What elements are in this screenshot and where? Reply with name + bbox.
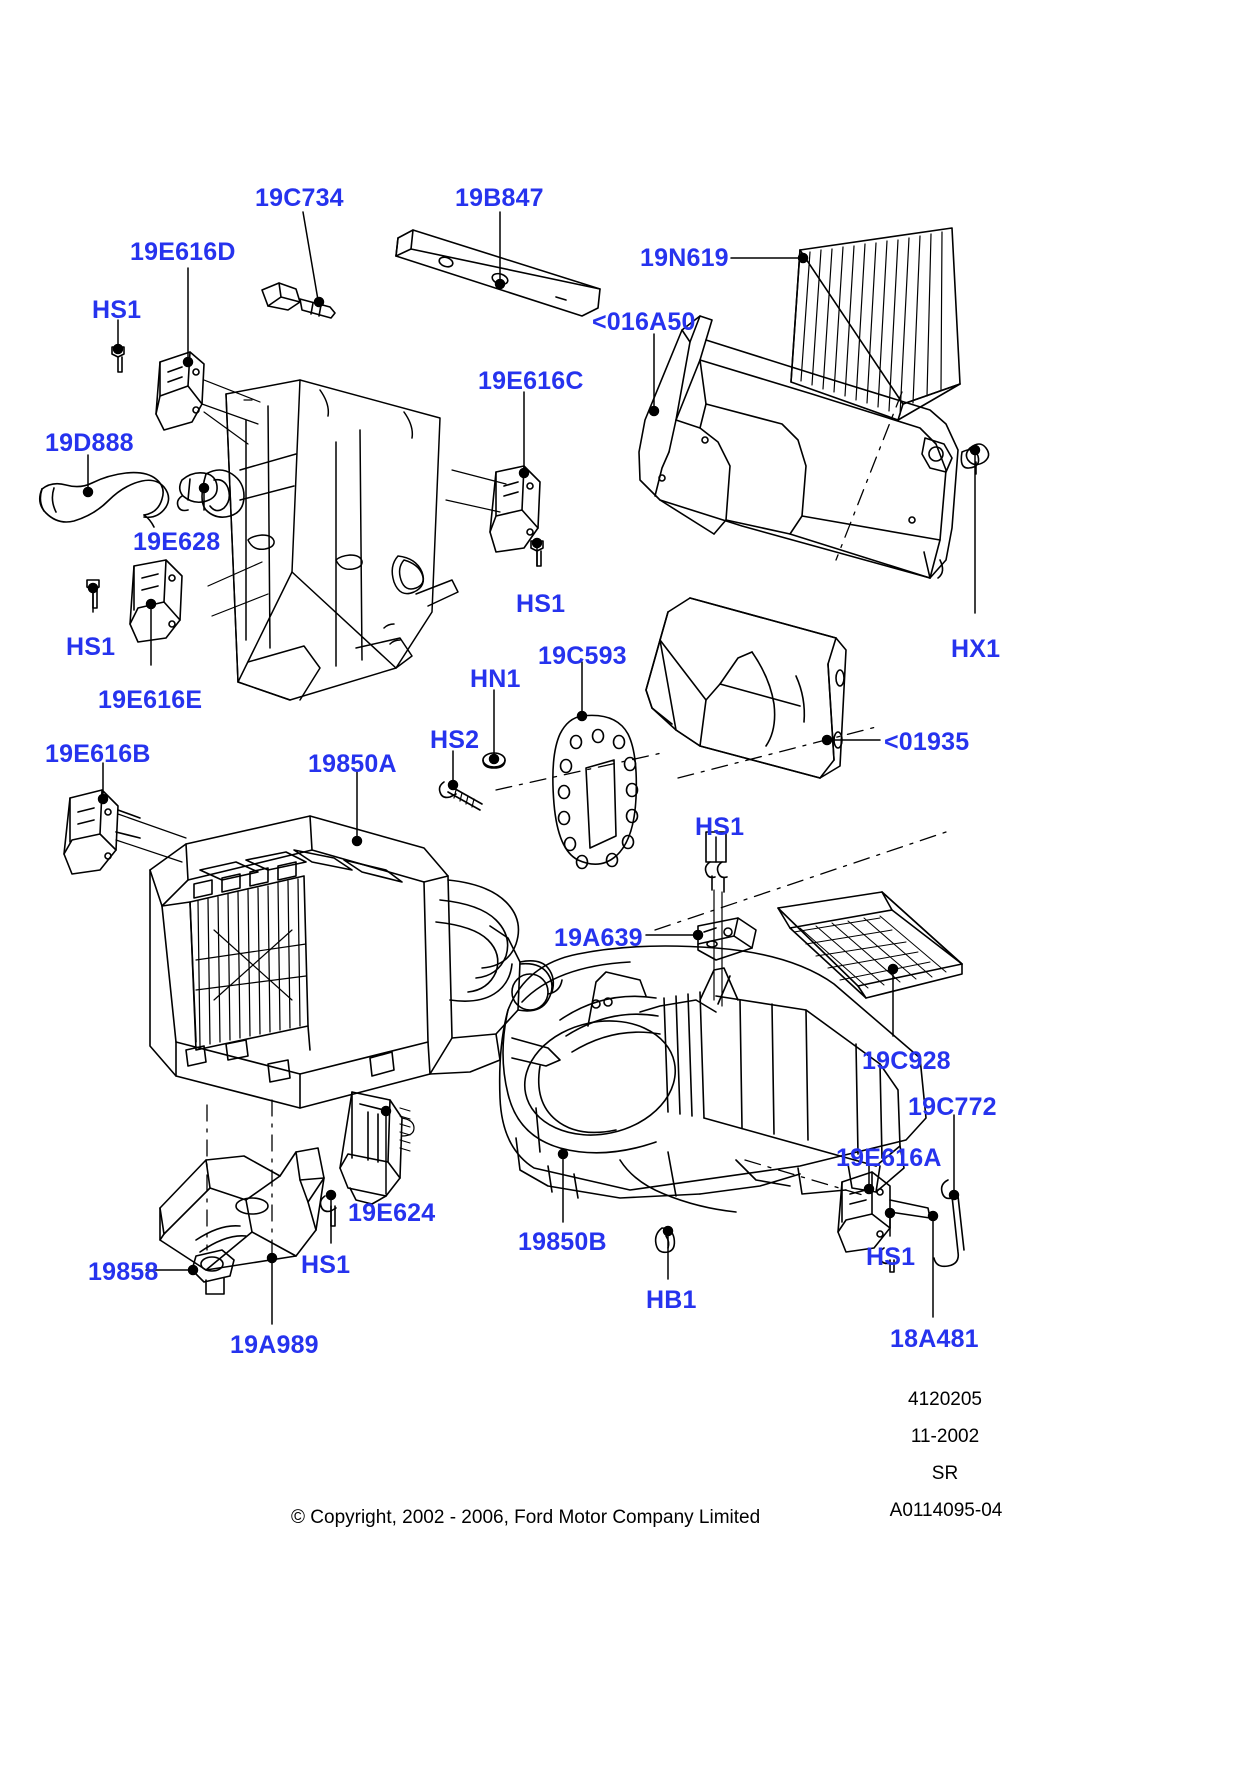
label-hs1-d: HS1: [695, 813, 745, 841]
exploded-guides: [202, 380, 506, 616]
screw-hs1-c: [87, 580, 99, 608]
part-hb1-clip: [656, 1228, 675, 1252]
label-19c772: 19C772: [908, 1093, 997, 1121]
part-016a50: [639, 316, 979, 578]
label-19e616d: 19E616D: [130, 238, 236, 266]
part-19e616c: [490, 466, 540, 552]
label-19c928: 19C928: [862, 1047, 951, 1075]
label-hn1: HN1: [470, 665, 521, 693]
part-19e616e: [130, 560, 182, 642]
label-hs1-b: HS1: [516, 590, 566, 618]
label-hs2: HS2: [430, 726, 480, 754]
label-19a989: 19A989: [230, 1331, 319, 1359]
part-case-upper: [226, 380, 458, 700]
label-hs1-a: HS1: [92, 296, 142, 324]
screw-hs1-b: [531, 541, 543, 566]
part-01935: [646, 598, 846, 778]
label-hs1-e: HS1: [301, 1251, 351, 1279]
copyright-notice: © Copyright, 2002 - 2006, Ford Motor Com…: [291, 1507, 761, 1528]
part-hs2-bolt: [440, 782, 483, 810]
label-hx1: HX1: [951, 635, 1001, 663]
drawing-number: 4120205: [908, 1389, 982, 1410]
label-19n619: 19N619: [640, 244, 729, 272]
label-19850b: 19850B: [518, 1228, 607, 1256]
screw-hs1-d: [706, 832, 728, 1006]
label-hs1-f: HS1: [866, 1243, 916, 1271]
part-19n619: [791, 228, 960, 420]
part-19e628: [178, 470, 245, 517]
part-19850b: [500, 946, 926, 1212]
label-19c593: 19C593: [538, 642, 627, 670]
label-hs1-c: HS1: [66, 633, 116, 661]
part-19850a: [150, 816, 562, 1108]
part-19858: [192, 1250, 234, 1294]
label-19850a: 19850A: [308, 750, 397, 778]
document-id: A0114095-04: [889, 1500, 1003, 1521]
part-19a989: [160, 1148, 324, 1270]
centerlines: [207, 392, 952, 1256]
exploded-guide-b: [116, 814, 186, 862]
part-19d888: [40, 473, 169, 527]
part-19e616d: [156, 352, 204, 430]
label-19e616a: 19E616A: [836, 1144, 942, 1172]
screw-hs1-a: [112, 347, 124, 372]
label-19d888: 19D888: [45, 429, 134, 457]
part-19e616b: [64, 790, 140, 874]
label-19e628: 19E628: [133, 528, 221, 556]
label-19e616b: 19E616B: [45, 740, 151, 768]
drawing-date: 11-2002: [910, 1426, 980, 1447]
part-19a639: [698, 918, 756, 960]
label-19858: 19858: [88, 1258, 159, 1286]
label-18a481: 18A481: [890, 1325, 979, 1353]
label-016a50: <016A50: [592, 308, 696, 336]
part-hn1-nut: [483, 753, 505, 768]
part-hx1-clip: [966, 444, 988, 474]
part-19b847: [396, 230, 600, 316]
part-18a481: [934, 1180, 964, 1266]
label-19e616e: 19E616E: [98, 686, 203, 714]
part-19e616a: [838, 1172, 930, 1252]
label-19e624: 19E624: [348, 1199, 436, 1227]
part-19c928: [778, 892, 962, 998]
screw-hs1-e: [321, 1196, 337, 1226]
label-19b847: 19B847: [455, 184, 544, 212]
label-19c734: 19C734: [255, 184, 344, 212]
part-19c734: [262, 283, 335, 318]
drawing-revision: SR: [931, 1463, 959, 1484]
part-19e624: [340, 1092, 414, 1204]
label-01935: <01935: [884, 728, 970, 756]
label-19e616c: 19E616C: [478, 367, 584, 395]
label-hb1: HB1: [646, 1286, 697, 1314]
part-19c593: [553, 715, 638, 868]
label-19a639: 19A639: [554, 924, 643, 952]
